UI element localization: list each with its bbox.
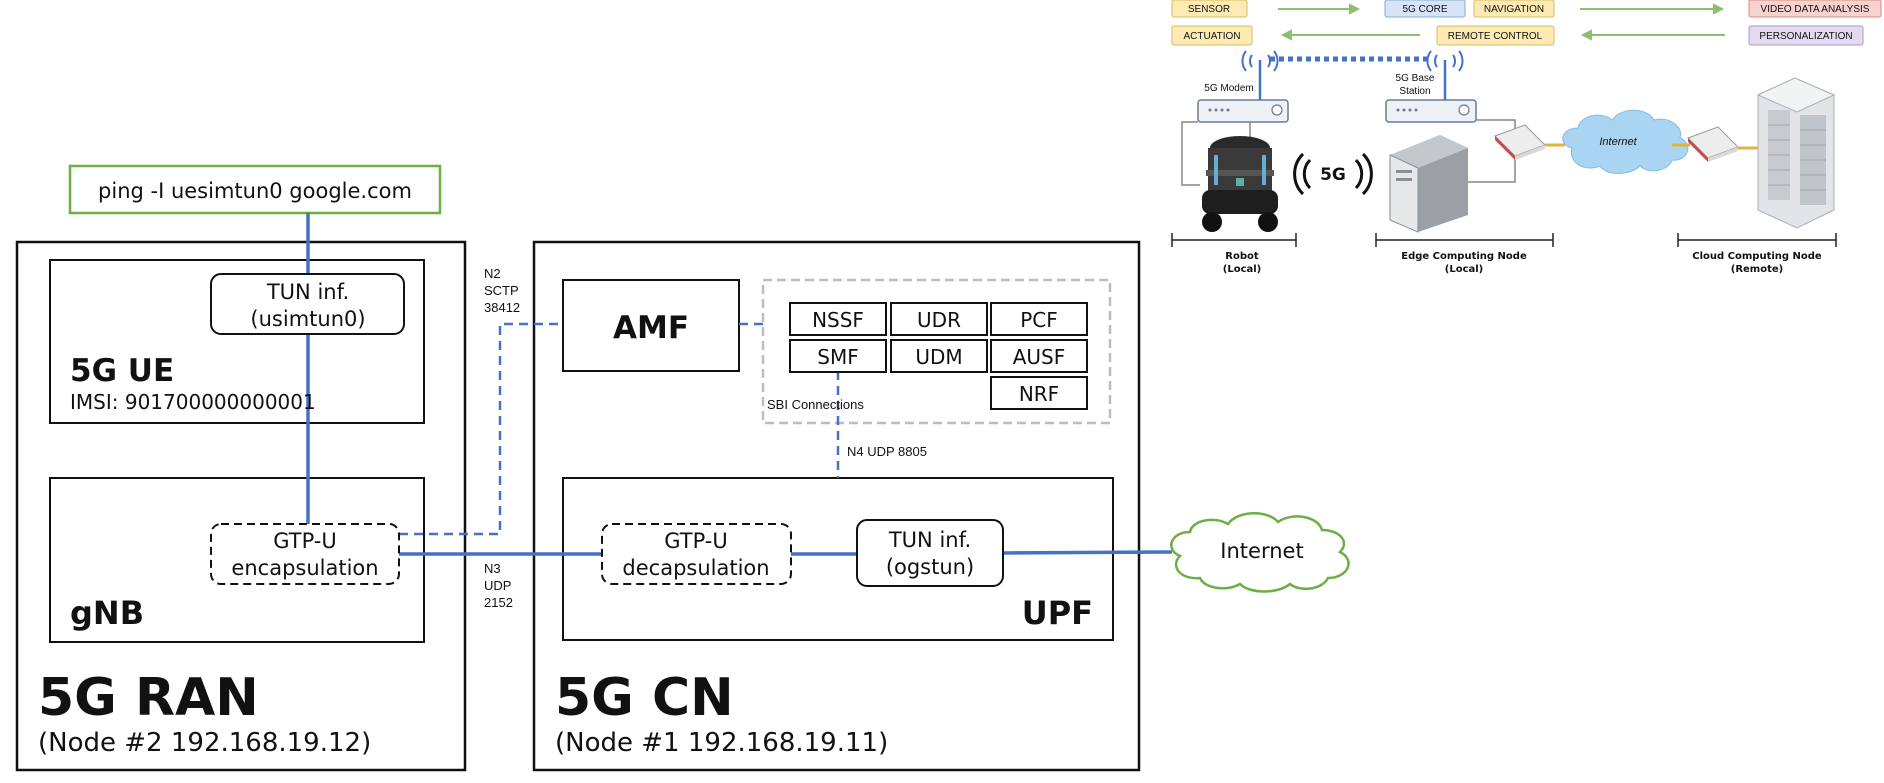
gtp-decap-line1: GTP-U bbox=[664, 529, 728, 553]
tag-remote-control-label: REMOTE CONTROL bbox=[1448, 31, 1543, 42]
amf-label: AMF bbox=[613, 310, 689, 346]
n2-label-line2: SCTP bbox=[484, 283, 519, 298]
ue-title: 5G UE bbox=[70, 353, 174, 389]
inset-figure: SENSOR 5G CORE NAVIGATION VIDEO DATA ANA… bbox=[1171, 0, 1882, 275]
nf-nssf-box bbox=[789, 302, 887, 336]
tag-actuation bbox=[1171, 25, 1253, 46]
n2-label-line1: N2 bbox=[484, 266, 501, 281]
nf-pcf-label: PCF bbox=[1020, 308, 1058, 332]
robot-node-label-line1: Robot bbox=[1225, 251, 1259, 262]
nf-udm-label: UDM bbox=[915, 345, 962, 369]
upf-title: UPF bbox=[1022, 594, 1093, 632]
control-plane-links bbox=[399, 322, 840, 536]
nf-smf-box bbox=[789, 339, 887, 373]
tag-navigation-label: NAVIGATION bbox=[1484, 4, 1544, 15]
edge-node-label-line2: (Local) bbox=[1445, 264, 1484, 275]
upf-tun-line2: (ogstun) bbox=[886, 555, 974, 579]
ran-title: 5G RAN bbox=[38, 668, 259, 728]
nf-nrf-label: NRF bbox=[1019, 382, 1059, 406]
ue-tun-line1: TUN inf. bbox=[266, 280, 349, 304]
tag-personalization-label: PERSONALIZATION bbox=[1759, 31, 1852, 42]
n4-label: N4 UDP 8805 bbox=[847, 444, 927, 459]
base-station-label-line2: Station bbox=[1399, 86, 1430, 97]
modem-device bbox=[1197, 99, 1289, 123]
nf-smf-label: SMF bbox=[817, 345, 858, 369]
5g-badge-label: 5G bbox=[1320, 165, 1346, 185]
ping-command-text: ping -I uesimtun0 google.com bbox=[98, 179, 412, 203]
nf-udr-box bbox=[890, 302, 988, 336]
inset-internet-label: Internet bbox=[1599, 136, 1637, 148]
cloud-rack-icon bbox=[1756, 77, 1836, 229]
base-station-antenna-icon bbox=[1426, 50, 1464, 100]
user-plane-links bbox=[306, 213, 1173, 556]
n3-label-line2: UDP bbox=[484, 578, 511, 593]
nf-udm-box bbox=[890, 339, 988, 373]
cloud-node-label-line1: Cloud Computing Node bbox=[1692, 251, 1822, 262]
n3-label-line1: N3 bbox=[484, 561, 501, 576]
internet-cloud-icon bbox=[1170, 512, 1350, 593]
tag-sensor-label: SENSOR bbox=[1188, 4, 1230, 15]
edge-node-label-line1: Edge Computing Node bbox=[1401, 251, 1527, 262]
cn-node-box bbox=[532, 240, 1141, 772]
ue-tun-interface bbox=[210, 273, 405, 335]
ue-tun-line2: (usimtun0) bbox=[250, 307, 365, 331]
internet-cloud-label: Internet bbox=[1220, 539, 1303, 563]
cloud-router-icon bbox=[1687, 126, 1739, 162]
sbi-region bbox=[761, 278, 1112, 425]
nf-pcf-box bbox=[990, 302, 1088, 336]
base-station-device bbox=[1385, 99, 1477, 123]
robot-node-label-line2: (Local) bbox=[1223, 264, 1262, 275]
gtp-encapsulation-box bbox=[210, 523, 400, 585]
tag-remote-control bbox=[1436, 25, 1555, 46]
nf-ausf-label: AUSF bbox=[1013, 345, 1066, 369]
modem-antenna-icon bbox=[1241, 50, 1279, 100]
node-brackets bbox=[1171, 233, 1837, 247]
tag-personalization bbox=[1748, 25, 1864, 46]
gnb-box bbox=[49, 477, 425, 643]
tag-5g-core-label: 5G CORE bbox=[1402, 4, 1447, 15]
tag-video-analysis-label: VIDEO DATA ANALYSIS bbox=[1761, 4, 1870, 15]
gnb-title: gNB bbox=[70, 594, 144, 632]
ping-command-box bbox=[68, 164, 442, 215]
gtp-decapsulation-box bbox=[601, 523, 792, 585]
sbi-label: SBI Connections bbox=[767, 397, 864, 412]
ue-imsi: IMSI: 901700000000001 bbox=[70, 390, 316, 414]
edge-server-icon bbox=[1389, 135, 1468, 233]
flow-arrows bbox=[1278, 3, 1725, 41]
ue-box bbox=[49, 259, 425, 424]
robot-icon bbox=[1181, 121, 1278, 232]
gtp-encap-line2: encapsulation bbox=[231, 556, 378, 580]
cn-title: 5G CN bbox=[555, 668, 734, 728]
gtp-decap-line2: decapsulation bbox=[622, 556, 769, 580]
tag-video-analysis bbox=[1748, 0, 1882, 18]
tag-actuation-label: ACTUATION bbox=[1183, 31, 1240, 42]
n2-label-line3: 38412 bbox=[484, 300, 520, 315]
tag-5g-core bbox=[1384, 0, 1466, 18]
inset-internet-cloud-icon bbox=[1562, 109, 1689, 174]
nf-nssf-label: NSSF bbox=[812, 308, 864, 332]
ran-node-box bbox=[15, 240, 467, 772]
n3-label-line3: 2152 bbox=[484, 595, 513, 610]
nf-udr-label: UDR bbox=[917, 308, 961, 332]
cloud-node-label-line2: (Remote) bbox=[1731, 264, 1783, 275]
edge-router-icon bbox=[1494, 124, 1546, 160]
tag-sensor bbox=[1171, 0, 1248, 18]
nf-nrf-box bbox=[990, 376, 1088, 410]
ran-node-info: (Node #2 192.168.19.12) bbox=[38, 728, 371, 758]
modem-label: 5G Modem bbox=[1204, 83, 1253, 94]
tag-navigation bbox=[1473, 0, 1555, 18]
nf-ausf-box bbox=[990, 339, 1088, 373]
gtp-encap-line1: GTP-U bbox=[273, 529, 337, 553]
upf-tun-line1: TUN inf. bbox=[888, 528, 971, 552]
5g-signal-icon bbox=[1293, 152, 1373, 196]
base-station-label-line1: 5G Base bbox=[1396, 73, 1435, 84]
cn-node-info: (Node #1 192.168.19.11) bbox=[555, 728, 888, 758]
amf-box bbox=[562, 279, 740, 372]
upf-tun-interface bbox=[856, 519, 1004, 587]
